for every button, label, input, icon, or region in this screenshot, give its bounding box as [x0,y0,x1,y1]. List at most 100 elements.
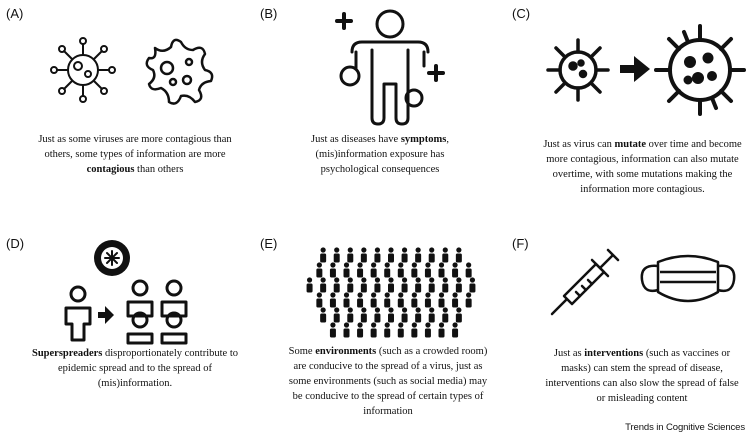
crowd-person-icon [415,277,422,293]
superspreader-icon [64,240,188,345]
crowd-person-icon [452,262,459,278]
person-single-icon [64,285,92,342]
crowd-person-icon [320,307,327,323]
crowd-person-icon [357,292,364,308]
caption-a: Just as some viruses are more contagious… [30,132,240,177]
caption-segment: contagious [86,164,135,175]
crowd-person-icon [424,292,431,308]
caption-segment: Just as [553,348,585,359]
virus-outline-icons [50,37,214,105]
crowd-person-icon [411,292,418,308]
crowd-person-icon [401,247,408,263]
caption-segment: Just as some viruses are more contagious… [38,134,232,160]
caption-segment: (such as a crowded room) are conducive t… [288,346,488,417]
panel-label-c: (C) [512,6,531,21]
caption-segment: , (mis)information exposure has psycholo… [315,134,449,175]
symptoms-figure-icon [335,9,445,126]
crowd-person-icon [343,292,350,308]
crowd-person-icon [438,322,445,338]
caption-segment: over time and become more contagious, in… [546,139,742,195]
crowd-person-icon [401,307,408,323]
crowd-person-icon [384,262,391,278]
caption-segment: symptoms [400,134,447,145]
crowd-person-icon [465,292,472,308]
caption-f: Just as interventions (such as vaccines … [540,346,744,406]
caption-segment: (such as vaccines or masks) can stem the… [545,348,739,404]
crowd-person-icon [374,277,381,293]
crowd-person-icon [397,262,404,278]
caption-e: Some environments (such as a crowded roo… [288,344,488,419]
syringe-icon [550,248,620,316]
crowd-person-icon [415,307,422,323]
caption-segment: than others [134,164,184,175]
crowd-person-icon [320,277,327,293]
crowd-person-icon [316,292,323,308]
virus-large-filled-icon [654,24,746,116]
crowd-person-icon [320,247,327,263]
caption-segment: Superspreaders [31,348,103,359]
caption-segment: Just as diseases have [311,134,401,145]
crowd-person-icon [465,262,472,278]
crowd-person-icon [401,277,408,293]
crowd-person-icon [452,322,459,338]
caption-segment: mutate [614,139,647,150]
crowd-person-icon [428,277,435,293]
crowd-person-icon [370,262,377,278]
crowd-icon [306,247,476,338]
crowd-person-icon [329,262,336,278]
caption-segment: Just as virus can [543,139,615,150]
crowd-person-icon [428,247,435,263]
crowd-person-icon [397,322,404,338]
crowd-person-icon [370,322,377,338]
crowd-person-icon [374,247,381,263]
crowd-person-icon [388,307,394,323]
virus-mutation-icons [546,24,746,116]
crowd-person-icon [438,262,445,278]
crowd-person-icon [306,277,313,293]
crowd-person-icon [415,247,422,263]
caption-d: Superspreaders disproportionately contri… [28,346,242,391]
panel-label-f: (F) [512,236,529,251]
crowd-person-icon [333,247,340,263]
virus-badge-icon [94,240,130,276]
crowd-person-icon [360,277,367,293]
crowd-person-icon [411,322,418,338]
crowd-person-icon [357,322,364,338]
crowd-person-icon [452,292,459,308]
crowd-person-icon [329,322,336,338]
crowd-person-icon [455,277,462,293]
crowd-person-icon [442,277,449,293]
crowd-person-icon [333,307,340,323]
arrow-right-icon [98,306,114,324]
crowd-person-icon [384,292,391,308]
crowd-person-icon [347,307,354,323]
virus-small-filled-icon [546,38,610,102]
crowd-person-icon [455,307,462,323]
panel-label-d: (D) [6,236,25,251]
crowd-person-icon [469,277,476,293]
crowd-person-icon [347,277,354,293]
crowd-person-icon [455,247,462,263]
crowd-person-icon [442,307,449,323]
crowd-person-icon [343,322,350,338]
crowd-person-icon [388,247,394,263]
crowd-person-icon [397,292,404,308]
crowd-person-icon [347,247,354,263]
crowd-person-icon [360,247,367,263]
intervention-icons [550,248,736,316]
caption-segment: interventions [584,348,644,359]
crowd-person-icon [329,292,336,308]
crowd-person-icon [438,292,445,308]
caption-b: Just as diseases have symptoms, (mis)inf… [290,132,470,177]
crowd-person-icon [357,262,364,278]
crowd-person-icon [424,262,431,278]
crowd-person-icon [424,322,431,338]
crowd-person-icon [411,262,418,278]
small-virus-icon [50,37,116,103]
crowd-person-icon [384,322,391,338]
panel-label-b: (B) [260,6,278,21]
crowd-person-icon [374,307,381,323]
crowd-person-icon [333,277,340,293]
panel-label-e: (E) [260,236,278,251]
crowd-person-icon [316,262,323,278]
